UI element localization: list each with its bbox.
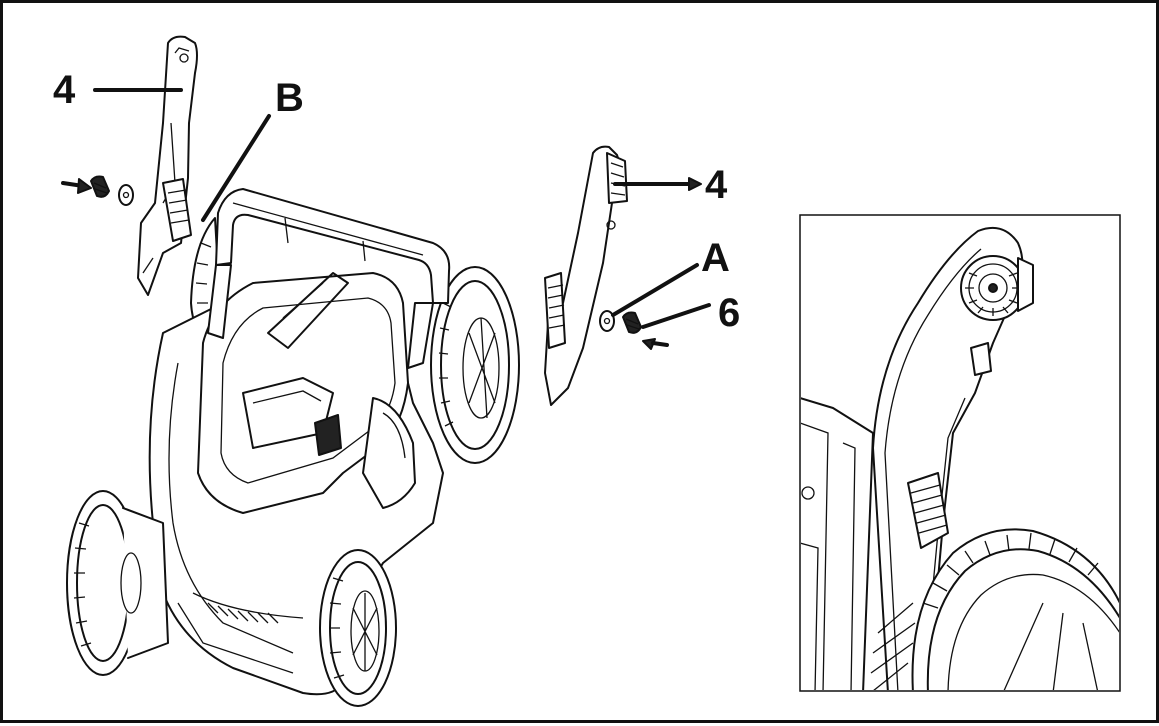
front-right-wheel (319, 549, 397, 707)
safety-key (314, 414, 342, 456)
inset-wheel (911, 528, 1119, 690)
lawn-mower-illustration (66, 188, 520, 707)
label-washer: A (701, 236, 730, 280)
label-right-part: 4 (705, 163, 728, 207)
label-nut: 6 (718, 291, 740, 335)
side-guard (362, 397, 416, 509)
right-bolt-arrow-shaft (651, 341, 669, 347)
right-washer (599, 310, 615, 332)
leader-lines (93, 88, 711, 329)
leader-clip (201, 114, 271, 222)
left-handle-bracket (137, 35, 198, 296)
right-hardware (599, 310, 669, 350)
left-bolt-arrow-head (77, 178, 92, 194)
assembly-diagram: 4 B 4 A 6 (53, 35, 1121, 707)
leader-washer (611, 263, 699, 317)
leader-right-part-arrowhead (688, 177, 702, 191)
label-top-left-part: 4 (53, 68, 76, 112)
label-clip: B (275, 76, 304, 120)
right-handle-bracket (544, 145, 628, 406)
detail-inset (799, 214, 1121, 692)
leader-nut (641, 303, 711, 329)
front-left-wheel (66, 490, 169, 676)
left-washer (118, 184, 134, 206)
rear-right-wheel (430, 266, 520, 464)
left-nut (90, 175, 110, 198)
inset-clip (907, 472, 949, 549)
left-hardware (61, 175, 134, 206)
right-nut (622, 311, 642, 334)
lower-handle (207, 188, 451, 369)
